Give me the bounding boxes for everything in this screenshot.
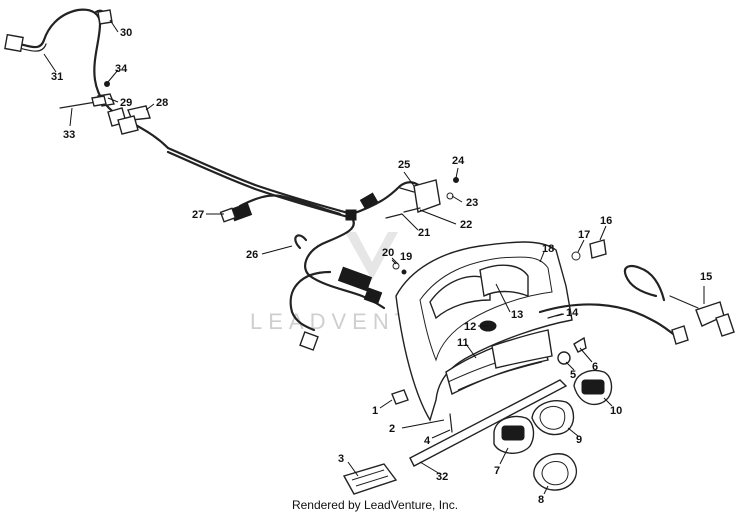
screw-22 bbox=[403, 207, 421, 213]
callout-13: 13 bbox=[511, 309, 523, 321]
bracket-25 bbox=[399, 179, 441, 213]
screw-20 bbox=[392, 262, 400, 270]
knob-16 bbox=[589, 239, 607, 259]
callout-19: 19 bbox=[400, 251, 412, 263]
switch-15 bbox=[538, 265, 735, 345]
callout-30: 30 bbox=[120, 27, 132, 39]
bulb-6 bbox=[573, 336, 587, 353]
bulb-1 bbox=[391, 389, 409, 405]
callout-26: 26 bbox=[246, 249, 258, 261]
nut-19 bbox=[401, 269, 407, 275]
callout-labels: 1 2 3 4 5 6 7 8 9 10 11 12 13 14 15 16 1… bbox=[51, 27, 712, 506]
callout-16: 16 bbox=[600, 215, 612, 227]
callout-17: 17 bbox=[578, 229, 590, 241]
callout-28: 28 bbox=[156, 97, 168, 109]
callout-18: 18 bbox=[542, 243, 554, 255]
callout-3: 3 bbox=[338, 453, 344, 465]
footer-credit: Rendered by LeadVenture, Inc. bbox=[291, 498, 459, 512]
callout-7: 7 bbox=[494, 465, 500, 477]
trim-strip-32 bbox=[409, 379, 568, 467]
callout-20: 20 bbox=[382, 247, 394, 259]
decal-3 bbox=[342, 463, 398, 495]
probe-33 bbox=[59, 95, 139, 135]
bezel-7 bbox=[493, 415, 535, 454]
screw-4 bbox=[449, 413, 453, 433]
callout-27: 27 bbox=[192, 209, 204, 221]
callout-5: 5 bbox=[570, 369, 576, 381]
screw-24 bbox=[453, 177, 459, 183]
callout-10: 10 bbox=[610, 405, 622, 417]
callout-22: 22 bbox=[460, 219, 472, 231]
callout-6: 6 bbox=[592, 361, 598, 373]
callout-31: 31 bbox=[51, 71, 63, 83]
leader-lines bbox=[43, 19, 705, 495]
callout-9: 9 bbox=[576, 434, 582, 446]
plug-5 bbox=[557, 351, 571, 365]
callout-11: 11 bbox=[457, 337, 469, 349]
screw-21 bbox=[385, 213, 403, 219]
callout-34: 34 bbox=[115, 63, 128, 75]
callout-14: 14 bbox=[566, 307, 579, 319]
callout-33: 33 bbox=[63, 129, 75, 141]
callout-32: 32 bbox=[436, 471, 448, 483]
bezel-10 bbox=[573, 369, 613, 406]
callout-1: 1 bbox=[372, 405, 378, 417]
callout-29: 29 bbox=[120, 97, 132, 109]
washer-23 bbox=[446, 192, 454, 200]
clip-30 bbox=[97, 9, 113, 25]
snap-ring-26 bbox=[294, 234, 308, 250]
callout-15: 15 bbox=[700, 271, 712, 283]
callout-21: 21 bbox=[418, 227, 430, 239]
callout-4: 4 bbox=[424, 435, 431, 447]
callout-2: 2 bbox=[389, 423, 395, 435]
screw-34 bbox=[104, 81, 110, 87]
bezel-9 bbox=[531, 400, 575, 436]
callout-24: 24 bbox=[452, 155, 465, 167]
wire-harness-31 bbox=[4, 8, 170, 150]
nut-17 bbox=[571, 251, 581, 261]
callout-8: 8 bbox=[538, 494, 544, 506]
main-wire-harness bbox=[166, 146, 422, 351]
bezel-8 bbox=[533, 453, 578, 491]
callout-23: 23 bbox=[466, 197, 478, 209]
callout-25: 25 bbox=[398, 159, 410, 171]
callout-12: 12 bbox=[464, 321, 476, 333]
dash-panel-18 bbox=[395, 241, 573, 422]
